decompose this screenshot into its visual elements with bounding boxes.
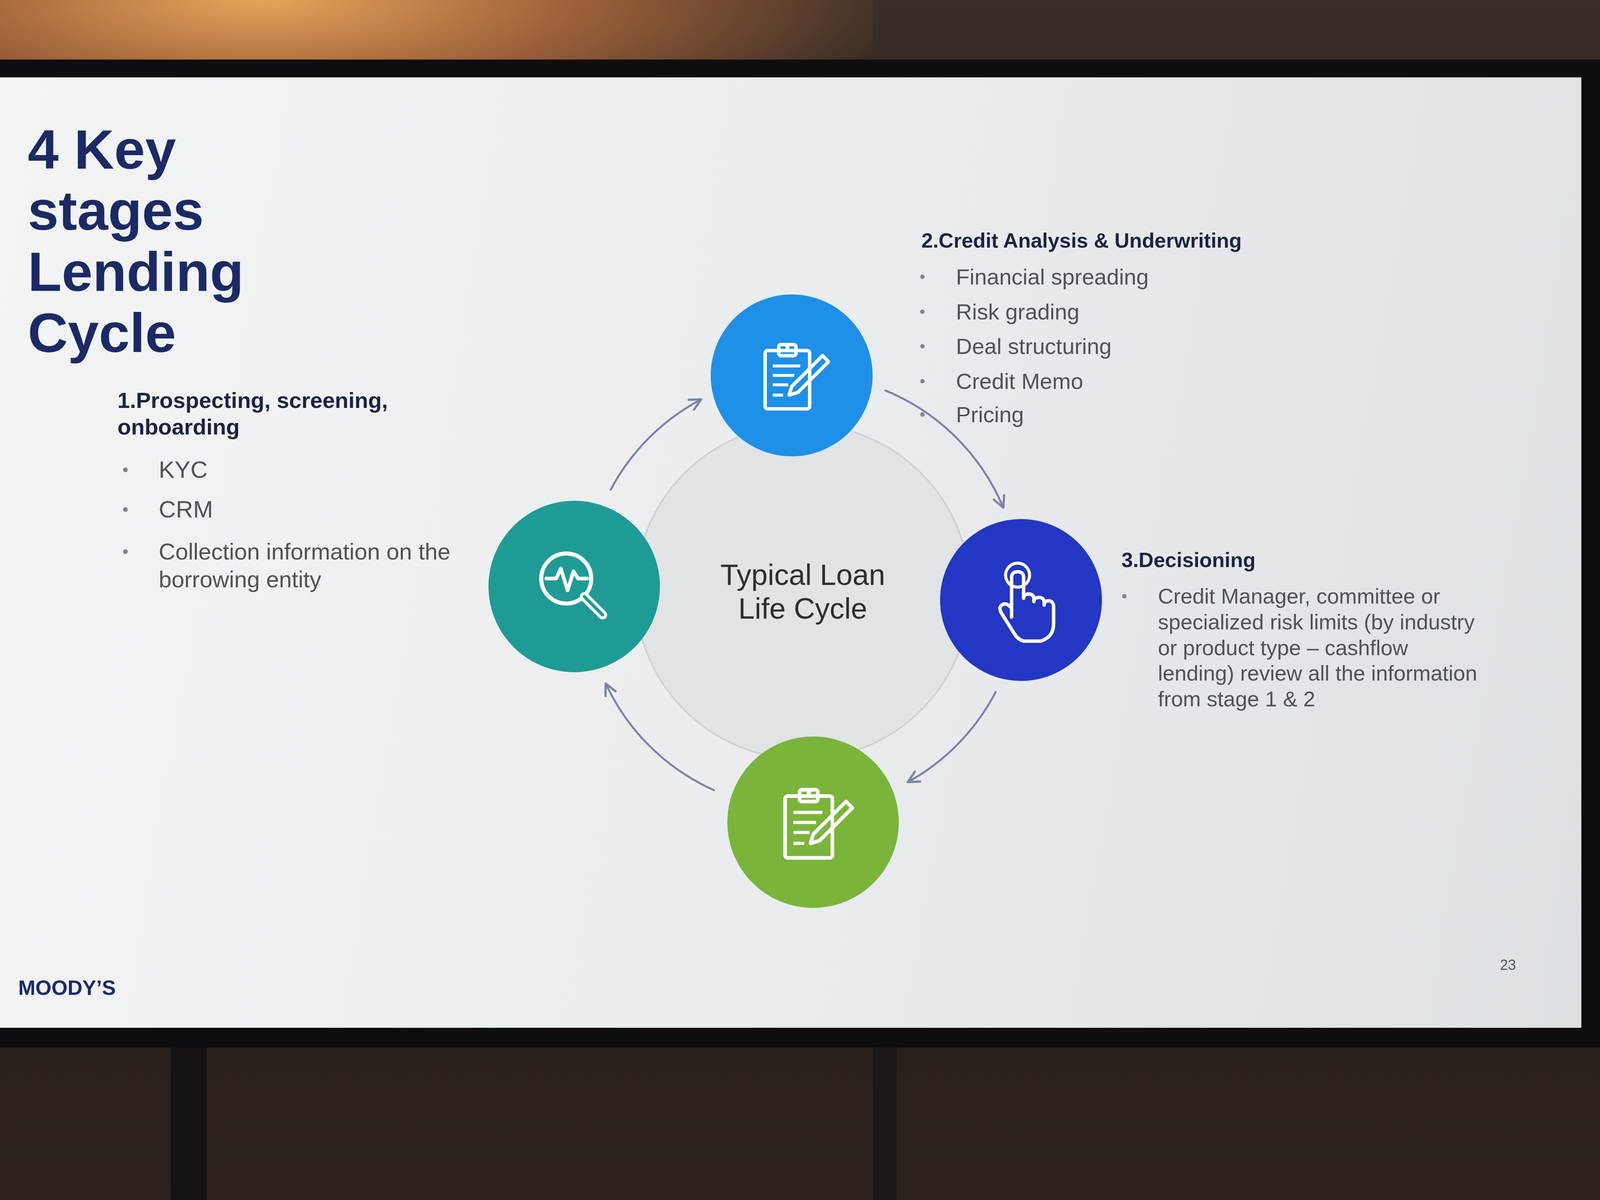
bullet-text: Financial spreading — [955, 263, 1314, 291]
bullet-dot — [920, 309, 925, 314]
text-wrap: Credit Memo — [955, 367, 1314, 395]
title-wrap: 4 Key stages Lending Cycle — [27, 119, 244, 364]
text-wrap: Pricing — [955, 401, 1314, 428]
stage-circle: 2.Credit Analysis & UnderwritingFinancia… — [709, 293, 874, 458]
bullet-dot — [920, 274, 925, 279]
clipboard-icon — [767, 776, 859, 868]
bullet-dot — [123, 549, 128, 554]
circle-shape — [634, 423, 972, 760]
text-wrap: KYC — [158, 455, 485, 485]
page-number: 23 — [1500, 956, 1516, 974]
stage-heading: 1.Prospecting, screening, onboarding — [117, 386, 495, 441]
touch-hand-icon — [978, 557, 1064, 643]
stage-circle: 1.Prospecting, screening, onboardingKYCC… — [487, 500, 661, 674]
bullet-text: Credit Manager, committee or specialized… — [1157, 583, 1488, 712]
circle-shape — [487, 500, 661, 674]
text-wrap: CRM — [158, 495, 485, 524]
bullet-text: Collection information on the borrowing … — [158, 537, 485, 593]
text-wrap: 3.Decisioning — [1121, 547, 1479, 573]
bullet-text: KYC — [158, 455, 485, 485]
stage-circle: 3.DecisioningCredit Manager, committee o… — [939, 518, 1103, 682]
text-wrap: Financial spreading — [955, 263, 1314, 291]
stand-leg — [873, 1047, 897, 1200]
stage-circle — [726, 735, 900, 909]
bullet-text: Risk grading — [955, 298, 1314, 325]
circle-fill — [710, 294, 873, 457]
brand-logo: MOODY’S — [18, 975, 116, 1000]
stage-heading: 3.Decisioning — [1121, 547, 1479, 573]
stand-leg — [170, 1047, 207, 1200]
circle-fill — [488, 500, 660, 673]
center-circle: Typical Loan Life Cycle — [634, 423, 972, 760]
bullet-dot — [123, 467, 128, 473]
pulse-magnifier-icon — [528, 541, 620, 633]
circle-fill — [635, 424, 971, 760]
text-wrap: 1.Prospecting, screening, onboarding — [117, 386, 495, 441]
text-wrap: Credit Manager, committee or specialized… — [1157, 583, 1488, 712]
bullet-dot — [920, 378, 925, 384]
clipboard-icon — [748, 332, 835, 419]
text-wrap: 2.Credit Analysis & Underwriting — [921, 228, 1398, 253]
bullet-text: CRM — [158, 495, 485, 524]
page-number-wrap: 23 — [1500, 956, 1516, 974]
bullet-text: Pricing — [955, 401, 1314, 428]
text-wrap: Risk grading — [955, 298, 1314, 325]
center-text-wrap: Typical Loan Life Cycle — [699, 557, 906, 626]
center-title: Typical Loan Life Cycle — [699, 557, 906, 626]
circle-shape — [939, 518, 1103, 682]
bullet-dot — [1122, 594, 1127, 599]
bullet-dot — [123, 507, 128, 512]
circle-fill — [940, 519, 1102, 681]
text-wrap: Deal structuring — [955, 332, 1314, 360]
text-wrap: Collection information on the borrowing … — [158, 537, 485, 593]
slide-title: 4 Key stages Lending Cycle — [27, 119, 244, 364]
stage-heading: 2.Credit Analysis & Underwriting — [921, 228, 1398, 253]
brand-logo-wrap: MOODY’S — [18, 975, 116, 1000]
bullet-dot — [920, 412, 925, 417]
bullet-text: Deal structuring — [955, 332, 1314, 360]
circle-fill — [727, 736, 899, 908]
bullet-text: Credit Memo — [955, 367, 1314, 395]
bullet-dot — [920, 344, 925, 349]
